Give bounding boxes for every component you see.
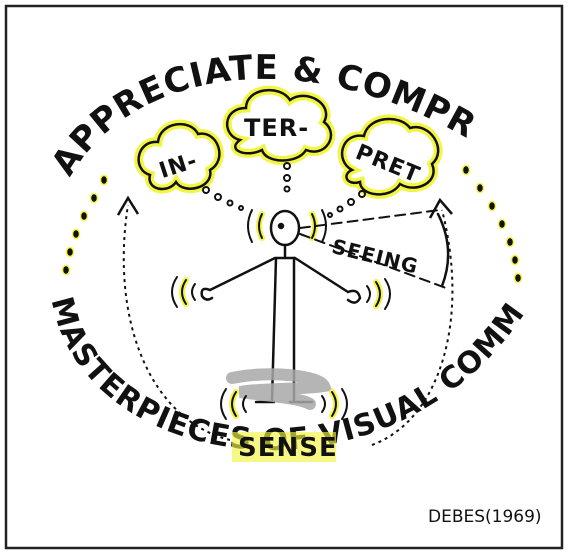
seeing-cone <box>299 209 450 289</box>
cloud-pret: PRET <box>337 114 443 199</box>
figure-right-hand <box>346 289 362 304</box>
sense-label: SENSE <box>238 433 338 463</box>
figure-left-arm <box>208 256 277 292</box>
cloud-ter-label: TER- <box>244 114 309 142</box>
ground-shadow <box>226 368 333 410</box>
hand-vibration-marks <box>171 276 391 310</box>
foot-vibration-marks <box>220 388 348 420</box>
figure-eye <box>277 222 285 230</box>
figure-right-arm <box>293 256 350 294</box>
outer-border <box>4 4 564 550</box>
left-arrow-head <box>116 195 140 216</box>
seeing-label: SEEING <box>329 234 421 279</box>
right-arrow-head <box>428 197 453 219</box>
figure-head <box>269 209 301 247</box>
right-dotted-circle <box>461 164 523 284</box>
cloud-in: IN- <box>134 119 224 194</box>
figure-left-hand <box>200 287 214 301</box>
left-dotted-circle <box>61 174 109 276</box>
citation-label: DEBES(1969) <box>428 507 542 527</box>
sense-highlight <box>232 432 336 462</box>
cloud-ter: TER- <box>222 85 336 165</box>
thought-dots <box>202 162 366 218</box>
